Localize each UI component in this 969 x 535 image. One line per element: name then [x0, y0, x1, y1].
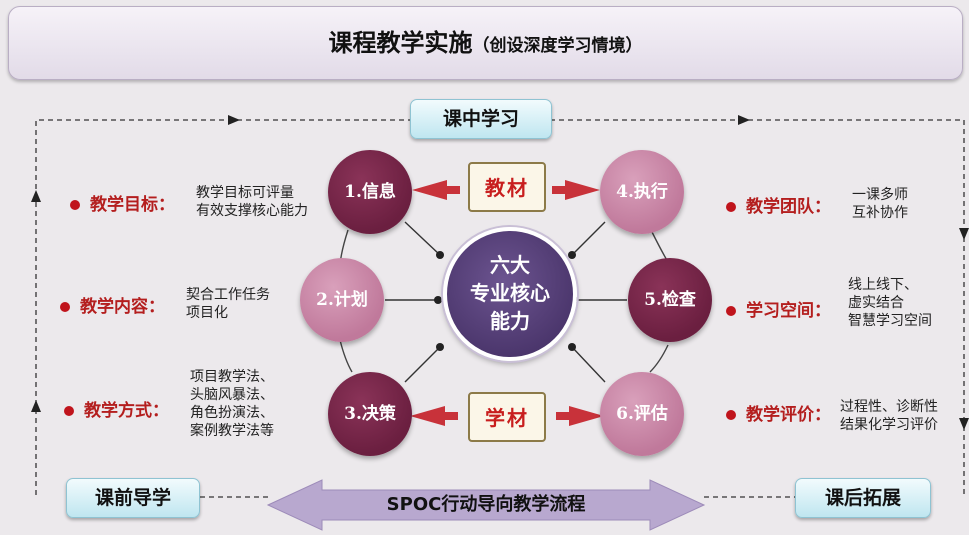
node-decision: 3.决策 [328, 372, 412, 456]
desc-line: 智慧学习空间 [848, 313, 932, 329]
tag-pre-class: 课前导学 [66, 478, 200, 518]
book-icon-textbook: 教材 [468, 162, 546, 212]
desc-learning-space: 线上线下、 虚实结合 智慧学习空间 [848, 276, 932, 330]
desc-line: 线上线下、 [848, 277, 918, 293]
label-text: 教学评价： [746, 405, 831, 425]
desc-teaching-goal: 教学目标可评量 有效支撑核心能力 [196, 184, 308, 220]
desc-line: 有效支撑核心能力 [196, 203, 308, 219]
desc-line: 虚实结合 [848, 295, 904, 311]
label-text: 学习空间： [746, 301, 831, 321]
loop-arrowheads [31, 115, 969, 430]
desc-line: 一课多师 [852, 187, 908, 203]
desc-line: 结果化学习评价 [840, 417, 938, 433]
bullet-icon [64, 406, 74, 416]
label-teaching-evaluation: 教学评价： [726, 400, 831, 425]
label-learning-space: 学习空间： [726, 296, 831, 321]
desc-line: 教学目标可评量 [196, 185, 294, 201]
bullet-icon [726, 410, 736, 420]
node-evaluate: 6.评估 [600, 372, 684, 456]
desc-line: 契合工作任务 [186, 287, 270, 303]
desc-line: 互补协作 [852, 205, 908, 221]
label-teaching-content: 教学内容： [60, 292, 165, 317]
label-text: 教学内容： [80, 297, 165, 317]
desc-teaching-method: 项目教学法、 头脑风暴法、 角色扮演法、 案例教学法等 [190, 368, 274, 440]
desc-teaching-content: 契合工作任务 项目化 [186, 286, 270, 322]
title-bar: 课程教学实施（创设深度学习情境） [8, 6, 963, 80]
desc-line: 角色扮演法、 [190, 405, 274, 421]
node-check: 5.检查 [628, 258, 712, 342]
desc-teaching-team: 一课多师 互补协作 [852, 186, 908, 222]
label-teaching-goal: 教学目标： [70, 190, 175, 215]
bullet-icon [726, 202, 736, 212]
label-text: 教学目标： [90, 195, 175, 215]
book-label-textbook: 教材 [485, 176, 529, 200]
desc-line: 案例教学法等 [190, 423, 274, 439]
page-title: 课程教学实施（创设深度学习情境） [9, 7, 962, 82]
node-plan: 2.计划 [300, 258, 384, 342]
center-line-2: 专业核心 [470, 281, 550, 305]
center-core-abilities: 六大 专业核心 能力 [443, 227, 577, 361]
label-teaching-team: 教学团队： [726, 192, 831, 217]
bullet-icon [70, 200, 80, 210]
label-text: 教学团队： [746, 197, 831, 217]
label-teaching-method: 教学方式： [64, 396, 169, 421]
spokes [385, 221, 627, 383]
center-line-1: 六大 [490, 253, 530, 277]
center-line-3: 能力 [490, 309, 530, 333]
tag-in-class: 课中学习 [410, 99, 552, 139]
node-execute: 4.执行 [600, 150, 684, 234]
process-double-arrow [266, 479, 706, 531]
title-main: 课程教学实施 [328, 29, 473, 57]
bullet-icon [60, 302, 70, 312]
desc-teaching-evaluation: 过程性、诊断性 结果化学习评价 [840, 398, 938, 434]
bullet-icon [726, 306, 736, 316]
desc-line: 项目教学法、 [190, 369, 274, 385]
book-label-learning-material: 学材 [485, 406, 529, 430]
process-arrow-label: SPOC行动导向教学流程 [386, 494, 586, 515]
dashed-loop [35, 119, 965, 498]
title-sub: （创设深度学习情境） [472, 36, 643, 56]
node-information: 1.信息 [328, 150, 412, 234]
desc-line: 过程性、诊断性 [840, 399, 938, 415]
book-icon-learning-material: 学材 [468, 392, 546, 442]
desc-line: 头脑风暴法、 [190, 387, 274, 403]
label-text: 教学方式： [84, 401, 169, 421]
book-arrows [410, 180, 604, 426]
desc-line: 项目化 [186, 305, 228, 321]
tag-post-class: 课后拓展 [795, 478, 931, 518]
